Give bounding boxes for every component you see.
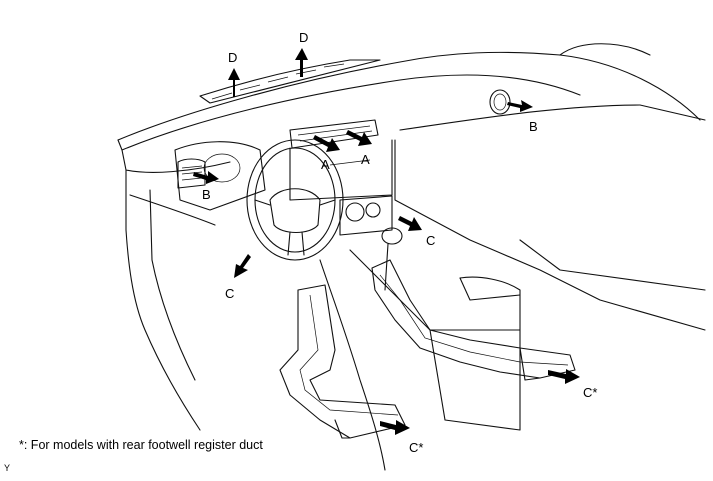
instrument-cluster [174, 141, 266, 211]
label-c-center: C [426, 233, 435, 248]
arrow-c-star-right [548, 369, 580, 384]
label-c-left: C [225, 286, 234, 301]
figure-code: Y [4, 463, 11, 473]
arrow-d-right [295, 48, 308, 77]
arrow-a-left [313, 135, 340, 152]
arrow-b-right [507, 100, 533, 112]
side-register-left [177, 158, 206, 189]
label-c-star-right: C* [583, 385, 597, 400]
footnote: *: For models with rear footwell registe… [19, 438, 263, 452]
airflow-arrows [193, 48, 580, 435]
dashboard-outline [117, 43, 706, 431]
label-d-left: D [228, 50, 237, 65]
label-b-left: B [202, 187, 211, 202]
defroster-vent [199, 59, 381, 104]
arrow-a-right [346, 130, 372, 146]
label-b-right: B [529, 119, 538, 134]
label-a-right: A [361, 152, 370, 167]
arrow-c-center [398, 216, 422, 231]
center-console-controls [339, 195, 393, 236]
center-console [319, 227, 521, 471]
label-a-left: A [321, 157, 330, 172]
side-register-right [489, 89, 511, 115]
label-c-star-left: C* [409, 440, 423, 455]
arrow-b-left [193, 171, 219, 184]
rear-footwell-duct-right [371, 259, 576, 381]
arrow-c-left [234, 254, 251, 278]
label-d-right: D [299, 30, 308, 45]
center-register [289, 119, 393, 201]
arrow-c-star-left [380, 420, 410, 435]
rear-footwell-duct-left [279, 284, 406, 439]
arrow-d-left [228, 68, 240, 97]
